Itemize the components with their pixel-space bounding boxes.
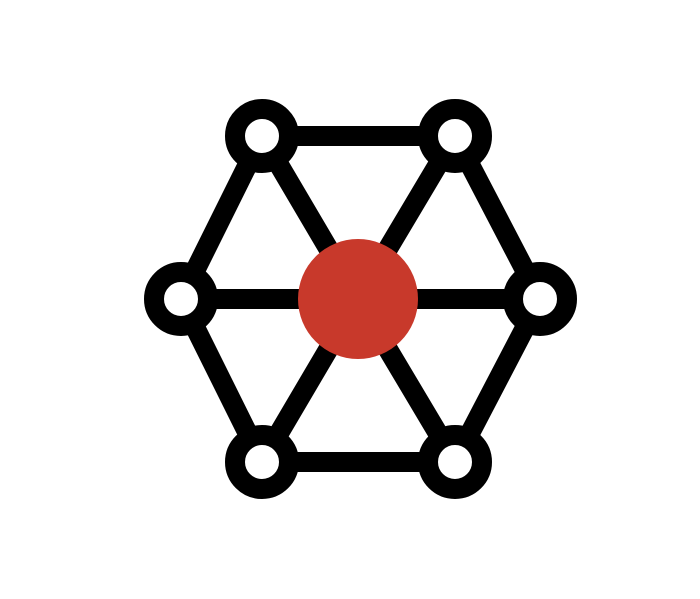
outer-node-top-right bbox=[418, 99, 492, 173]
outer-node-group bbox=[144, 99, 577, 499]
outer-node-top-left bbox=[225, 99, 299, 173]
outer-node-bottom-right bbox=[418, 425, 492, 499]
outer-node-right bbox=[503, 262, 577, 336]
outer-node-bottom-left bbox=[225, 425, 299, 499]
outer-node-left bbox=[144, 262, 218, 336]
hub-node bbox=[298, 239, 418, 359]
